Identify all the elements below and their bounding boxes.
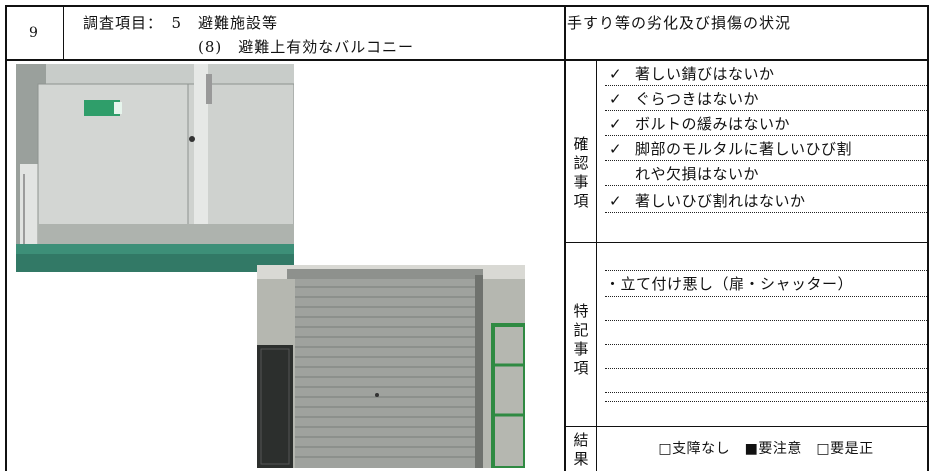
check-item-text: ボルトの緩みはないか — [635, 115, 791, 133]
check-item-text: 著しいひび割れはないか — [635, 192, 806, 210]
main-divider — [564, 5, 566, 471]
result-options: □支障なし ■要注意 □要是正 — [658, 441, 874, 457]
notes-line — [605, 321, 927, 345]
notes-line — [605, 297, 927, 321]
item-number: 9 — [29, 25, 38, 41]
check-item-rust: ✓ 著しい錆びはないか — [605, 63, 927, 86]
note-text: ・立て付け悪し（扉・シャッター） — [605, 275, 854, 293]
check-section-label: 確 認 事 項 — [572, 135, 590, 211]
number-divider — [63, 5, 64, 60]
checkmark-icon: ✓ — [609, 65, 622, 83]
check-notes-divider — [565, 242, 928, 243]
frame-left — [5, 5, 7, 471]
check-item-text: 著しい錆びはないか — [635, 65, 775, 83]
header-bottom-line — [5, 59, 929, 61]
result-label-char: 果 — [573, 450, 589, 468]
label-divider — [596, 60, 597, 471]
notes-result-divider — [565, 426, 928, 427]
rolling-shutter-image — [257, 265, 525, 468]
notes-line-with-text: ・立て付け悪し（扉・シャッター） — [605, 273, 927, 297]
notes-section-label: 特 記 事 項 — [572, 302, 590, 378]
balcony-partition-panel-image — [16, 64, 294, 272]
result-label-char: 結 — [573, 431, 589, 449]
check-item-bolts: ✓ ボルトの緩みはないか — [605, 113, 927, 136]
checkmark-icon: ✓ — [609, 192, 622, 210]
rolling-shutter-photo — [257, 265, 525, 468]
check-item-mortar-cont: れや欠損はないか — [605, 163, 927, 186]
check-item-cracks: ✓ 著しいひび割れはないか — [605, 190, 927, 213]
checkmark-icon: ✓ — [609, 140, 622, 158]
notes-label-char: 記 — [573, 321, 589, 339]
frame-right — [927, 5, 929, 471]
check-label-char: 認 — [573, 154, 589, 172]
notes-label-char: 事 — [573, 340, 589, 358]
inspection-subject: 手すり等の劣化及び損傷の状況 — [567, 14, 792, 32]
check-label-char: 確 — [573, 135, 589, 153]
check-item-wobble: ✓ ぐらつきはないか — [605, 88, 927, 111]
notes-line — [605, 378, 927, 402]
notes-line — [605, 369, 927, 393]
check-item-text: れや欠損はないか — [635, 165, 760, 183]
notes-label-char: 項 — [573, 359, 589, 377]
result-section-label: 結 果 — [572, 431, 590, 469]
check-item-mortar: ✓ 脚部のモルタルに著しいひび割 — [605, 138, 927, 161]
frame-top — [5, 5, 929, 7]
check-label-char: 事 — [573, 173, 589, 191]
checkmark-icon: ✓ — [609, 115, 622, 133]
notes-line — [605, 345, 927, 369]
check-label-char: 項 — [573, 192, 589, 210]
survey-item-subtitle: (8) 避難上有効なバルコニー — [198, 38, 414, 56]
check-item-text: 脚部のモルタルに著しいひび割 — [635, 140, 853, 158]
survey-item-title: 調査項目： 5 避難施設等 — [83, 14, 279, 32]
check-item-text: ぐらつきはないか — [635, 90, 760, 108]
balcony-partition-panel-photo — [16, 64, 294, 272]
checkmark-icon: ✓ — [609, 90, 622, 108]
notes-label-char: 特 — [573, 302, 589, 320]
notes-line — [605, 249, 927, 271]
